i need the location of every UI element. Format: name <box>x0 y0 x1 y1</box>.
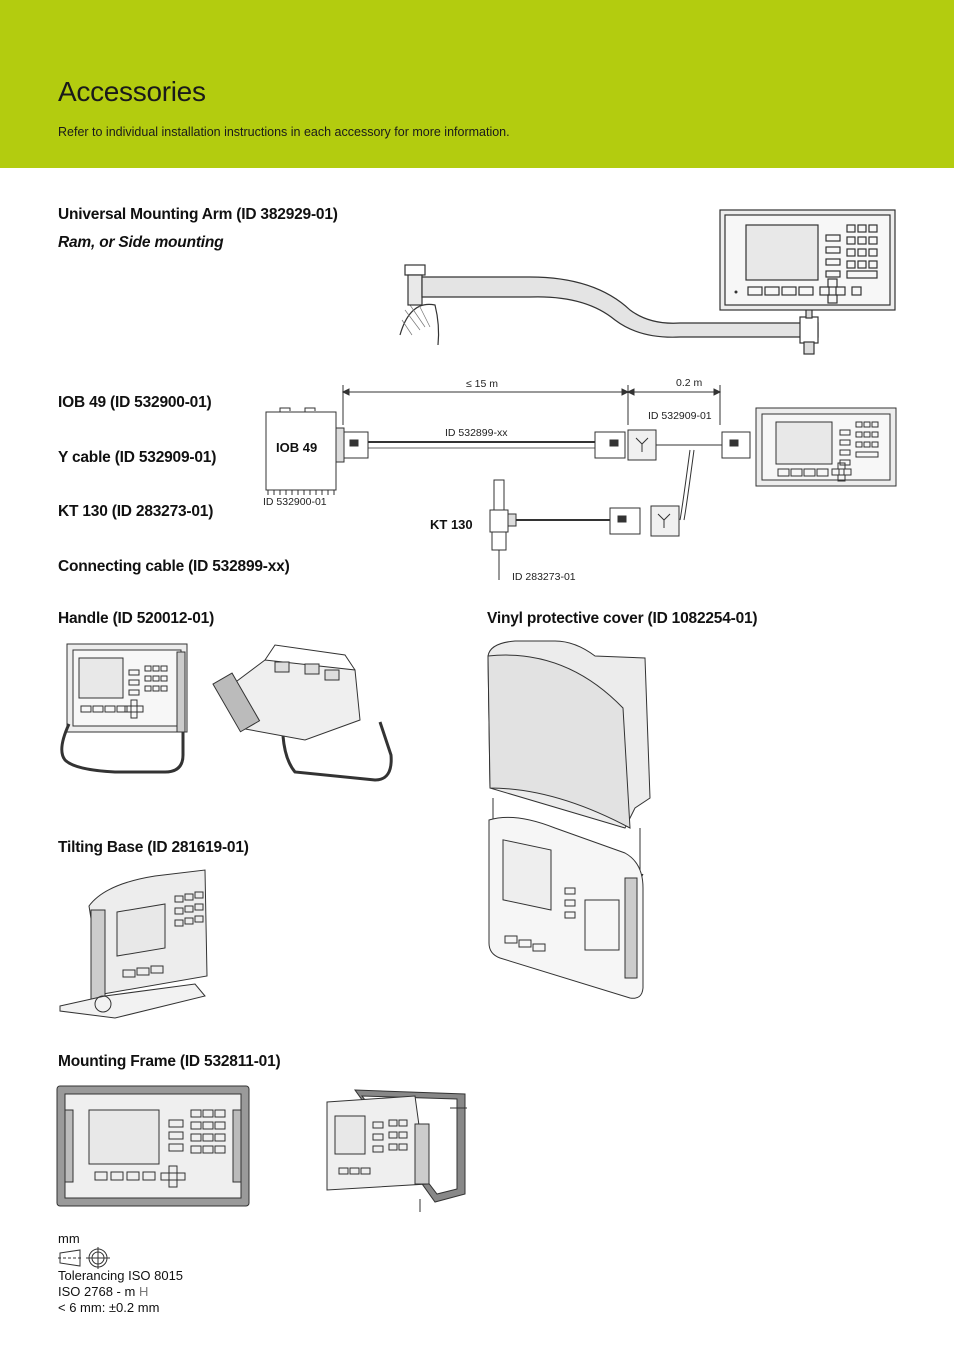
dim-ycable-length: 0.2 m <box>676 377 703 389</box>
iob-id: ID 532900-01 <box>263 496 327 508</box>
dim-cable-length: ≤ 15 m <box>466 378 499 390</box>
header-banner <box>0 0 954 168</box>
heading-iob49: IOB 49 (ID 532900-01) <box>58 394 212 411</box>
kt-label: KT 130 <box>430 517 473 532</box>
ycable-id: ID 532909-01 <box>648 410 712 422</box>
heading-mounting-arm: Universal Mounting Arm (ID 382929-01) <box>58 206 338 223</box>
tolerance-line-3: < 6 mm: ±0.2 mm <box>58 1300 160 1315</box>
tilting-base-illustration <box>59 869 208 1019</box>
heading-y-cable: Y cable (ID 532909-01) <box>58 449 217 466</box>
kt-id: ID 283273-01 <box>512 571 576 583</box>
tolerance-line-2: ISO 2768 - m H <box>58 1284 148 1299</box>
tolerance-line-1: Tolerancing ISO 8015 <box>58 1268 184 1283</box>
page-subtitle: Refer to individual installation instruc… <box>58 125 510 139</box>
cable-id: ID 532899-xx <box>445 427 508 439</box>
heading-connecting-cable: Connecting cable (ID 532899-xx) <box>58 558 290 575</box>
page-title: Accessories <box>58 76 206 107</box>
handle-illustration <box>60 643 393 782</box>
tolerance-unit: mm <box>58 1231 80 1246</box>
heading-tilting-base: Tilting Base (ID 281619-01) <box>58 839 249 856</box>
subheading-mounting-arm: Ram, or Side mounting <box>58 234 224 251</box>
tolerancing-symbol-icon <box>58 1247 110 1269</box>
heading-handle: Handle (ID 520012-01) <box>58 610 215 627</box>
heading-vinyl-cover: Vinyl protective cover (ID 1082254-01) <box>487 610 758 627</box>
tolerance-line-2-suffix: H <box>138 1284 149 1299</box>
vinyl-cover-illustration <box>487 640 651 999</box>
mounting-arm-illustration <box>399 209 896 355</box>
mounting-frame-illustration <box>56 1085 467 1212</box>
heading-kt130: KT 130 (ID 283273-01) <box>58 503 214 520</box>
iob-wiring-diagram <box>265 385 897 580</box>
tolerance-line-2-prefix: ISO 2768 - m <box>58 1284 136 1299</box>
heading-mounting-frame: Mounting Frame (ID 532811-01) <box>58 1053 281 1070</box>
iob-label: IOB 49 <box>276 440 318 455</box>
